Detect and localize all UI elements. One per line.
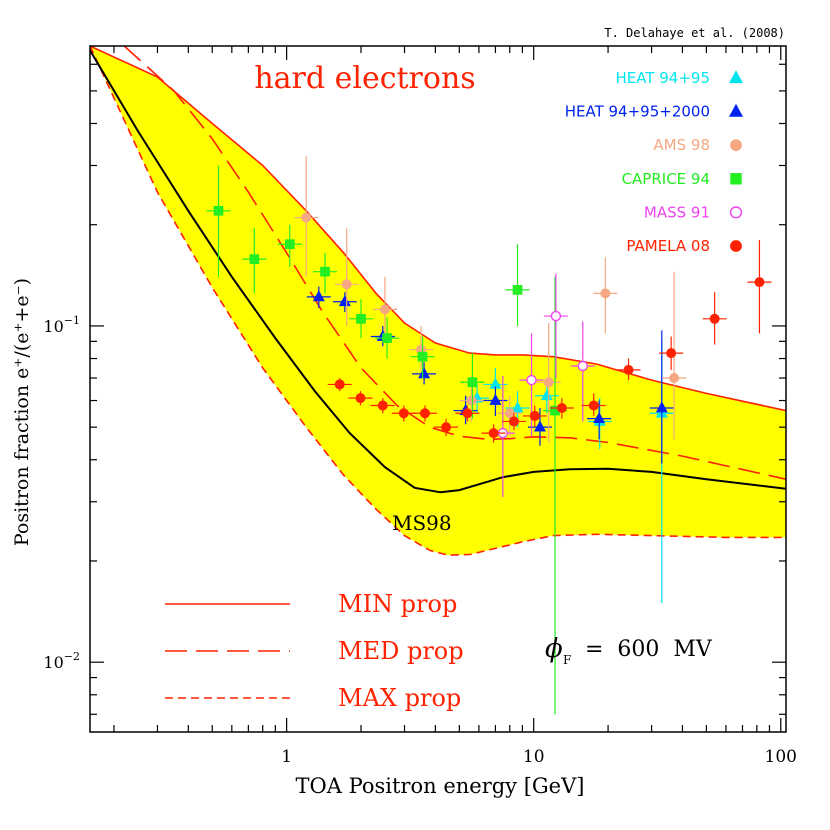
data-point bbox=[666, 348, 677, 359]
data-point bbox=[466, 395, 477, 406]
legend-marker-caprice-94 bbox=[730, 173, 742, 185]
data-point bbox=[600, 288, 611, 299]
legend-line-label-med-prop: MED prop bbox=[338, 637, 464, 665]
data-point bbox=[417, 351, 428, 362]
data-point bbox=[540, 388, 553, 401]
y-tick-label: 10−2 bbox=[43, 650, 80, 672]
curve-layer bbox=[90, 46, 786, 557]
legend-line-label-max-prop: MAX prop bbox=[338, 684, 461, 712]
data-point bbox=[504, 408, 515, 419]
y-axis-label: Positron fraction e⁺/(e⁺+e⁻) bbox=[11, 278, 33, 546]
x-tick-label: 1 bbox=[281, 747, 292, 767]
series-caprice-94 bbox=[206, 165, 568, 715]
data-point bbox=[334, 379, 345, 390]
legend-marker-pamela-08 bbox=[730, 240, 742, 252]
data-point bbox=[655, 401, 668, 413]
band-layer bbox=[90, 46, 786, 556]
data-point bbox=[512, 285, 523, 295]
data-point bbox=[462, 408, 473, 419]
data-point bbox=[441, 422, 452, 433]
data-point bbox=[669, 373, 680, 384]
data-point bbox=[526, 374, 537, 386]
data-point bbox=[341, 279, 352, 290]
data-point bbox=[593, 411, 606, 423]
data-point bbox=[511, 401, 524, 413]
data-point bbox=[419, 408, 430, 419]
legend-marker-heat-94-95-2000 bbox=[728, 103, 744, 117]
data-point bbox=[418, 367, 431, 379]
data-point bbox=[398, 408, 409, 419]
credit-label: T. Delahaye et al. (2008) bbox=[604, 26, 785, 40]
data-point bbox=[467, 377, 478, 388]
data-point bbox=[577, 360, 588, 372]
legend-label-mass-91: MASS 91 bbox=[644, 203, 710, 221]
data-point bbox=[213, 205, 224, 216]
curve-min-prop bbox=[90, 46, 786, 412]
x-tick-label: 100 bbox=[765, 747, 797, 767]
curve-max-prop bbox=[90, 46, 786, 557]
data-point bbox=[489, 393, 502, 405]
data-point bbox=[312, 290, 325, 302]
data-point bbox=[588, 400, 599, 411]
legend-label-caprice-94: CAPRICE 94 bbox=[622, 170, 710, 188]
phi-symbol: ϕ bbox=[545, 634, 563, 664]
data-point bbox=[754, 277, 765, 288]
data-point bbox=[284, 239, 295, 250]
curve-label-ms98: MS98 bbox=[392, 511, 452, 535]
data-point bbox=[382, 333, 392, 343]
legend-label-heat-94-95: HEAT 94+95 bbox=[615, 69, 710, 87]
data-point bbox=[543, 377, 554, 388]
legend-marker-mass-91 bbox=[729, 206, 743, 219]
curve-ms98 bbox=[90, 49, 786, 494]
data-point bbox=[488, 428, 499, 439]
legend-marker-heat-94-95 bbox=[728, 70, 744, 84]
text-layer: T. Delahaye et al. (2008) hard electrons… bbox=[11, 26, 785, 798]
data-point bbox=[338, 295, 351, 307]
data-point bbox=[355, 393, 366, 404]
legend-label-heat-94-95-2000: HEAT 94+95+2000 bbox=[565, 103, 710, 121]
data-point bbox=[533, 420, 546, 432]
phi-subscript: F bbox=[563, 653, 571, 667]
data-point bbox=[550, 310, 562, 322]
x-tick-label: 10 bbox=[523, 747, 545, 767]
series-ams-98 bbox=[294, 156, 687, 443]
phi-value: = 600 MV bbox=[585, 637, 713, 662]
chart-title: hard electrons bbox=[254, 61, 475, 96]
data-point bbox=[379, 304, 390, 315]
plot-frame bbox=[89, 45, 787, 733]
legend-marker-ams-98 bbox=[730, 139, 742, 152]
data-point bbox=[556, 403, 567, 414]
uncertainty-band bbox=[90, 46, 786, 556]
legend-label-pamela-08: PAMELA 08 bbox=[626, 237, 710, 255]
x-axis-label: TOA Positron energy [GeV] bbox=[296, 774, 585, 798]
data-point bbox=[377, 400, 388, 411]
series-pamela-08 bbox=[327, 240, 772, 443]
data-point bbox=[508, 416, 519, 427]
axes-layer: 1 10 100 10−2 10−1 bbox=[43, 45, 797, 767]
data-point bbox=[320, 266, 330, 277]
data-point bbox=[709, 313, 720, 324]
data-point bbox=[249, 254, 260, 264]
data-points-layer bbox=[206, 156, 772, 715]
legend-label-ams-98: AMS 98 bbox=[653, 136, 710, 154]
legend-line-label-min-prop: MIN prop bbox=[338, 590, 457, 618]
data-point bbox=[356, 313, 366, 324]
data-point bbox=[623, 364, 634, 375]
data-point bbox=[529, 410, 540, 421]
data-point bbox=[301, 212, 312, 223]
phi-annotation: ϕ F = 600 MV bbox=[545, 634, 713, 667]
curve-med-prop bbox=[123, 46, 786, 480]
y-tick-label: 10−1 bbox=[43, 314, 80, 336]
